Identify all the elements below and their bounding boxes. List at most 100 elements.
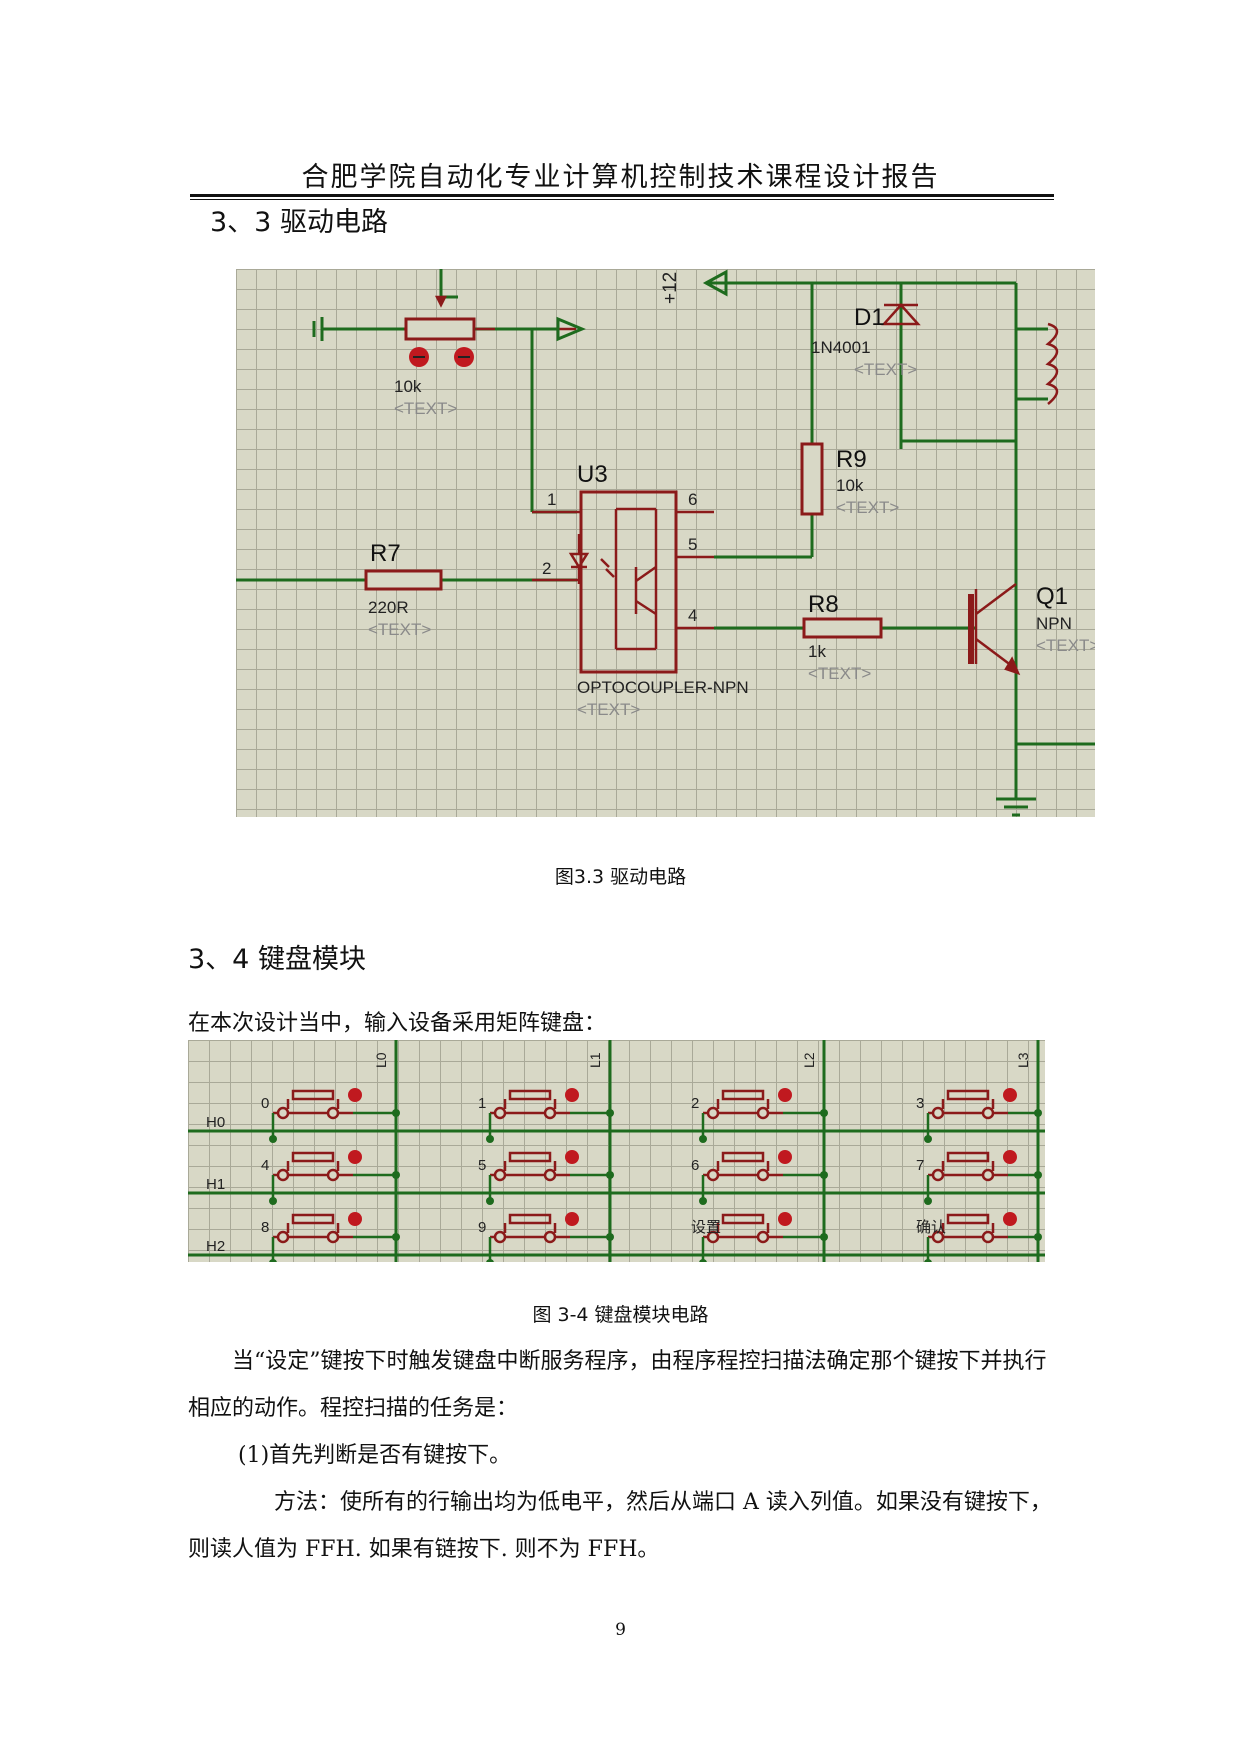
key-button-bar	[946, 1089, 990, 1101]
key-terminal-left	[706, 1106, 720, 1120]
header-rule-thin	[190, 199, 1054, 200]
key-terminal-right	[543, 1168, 557, 1182]
key-terminal-right	[756, 1230, 770, 1244]
junction-dot	[606, 1171, 614, 1179]
paragraph-2: (1)首先判断是否有键按下。	[238, 1443, 512, 1468]
key-label-8: 8	[261, 1219, 269, 1236]
junction-dot	[269, 1259, 277, 1262]
key-label-9: 9	[478, 1219, 486, 1236]
key-terminal-left	[706, 1168, 720, 1182]
key-terminal-right	[981, 1168, 995, 1182]
junction-dot	[699, 1135, 707, 1143]
pin-1: 1	[547, 490, 556, 509]
d1-value: 1N4001	[811, 338, 871, 357]
junction-dot	[820, 1171, 828, 1179]
junction-dot	[699, 1197, 707, 1205]
r7-value: 220R	[368, 598, 409, 617]
pot-placeholder: <TEXT>	[394, 399, 457, 418]
key-terminal-left	[931, 1168, 945, 1182]
key-terminal-left	[276, 1168, 290, 1182]
d1-ref: D1	[854, 304, 885, 331]
figure-caption-drive: 图3.3 驱动电路	[554, 866, 687, 888]
key-label-2: 2	[691, 1095, 699, 1112]
key-terminal-right	[981, 1106, 995, 1120]
key-button-bar	[721, 1089, 765, 1101]
u3-ref: U3	[577, 461, 608, 488]
key-terminal-right	[543, 1230, 557, 1244]
pin-5: 5	[688, 535, 697, 554]
key-terminal-right	[326, 1106, 340, 1120]
key-terminal-right	[981, 1230, 995, 1244]
junction-dot	[392, 1233, 400, 1241]
q1-ref: Q1	[1036, 583, 1068, 610]
key-terminal-left	[276, 1106, 290, 1120]
paragraph-3: 方法：使所有的行输出均为低电平，然后从端口 A 读入列值。如果没有键按下，则读人…	[188, 1490, 1052, 1562]
junction-dot	[924, 1259, 932, 1262]
key-label-1: 1	[478, 1095, 486, 1112]
figure-caption-keyboard: 图 3-4 键盘模块电路	[532, 1304, 709, 1326]
key-button-bar	[291, 1089, 335, 1101]
r7-placeholder: <TEXT>	[368, 620, 431, 639]
q1-placeholder: <TEXT>	[1036, 636, 1095, 655]
key-button-bar	[508, 1089, 552, 1101]
key-actuator	[1003, 1212, 1017, 1226]
column-label: L1	[587, 1052, 603, 1068]
intro-text: 在本次设计当中，输入设备采用矩阵键盘：	[188, 1011, 607, 1036]
row-label: H0	[206, 1114, 225, 1131]
key-terminal-right	[756, 1106, 770, 1120]
key-actuator	[565, 1150, 579, 1164]
key-label-0: 0	[261, 1095, 269, 1112]
d1-placeholder: <TEXT>	[854, 360, 917, 379]
column-label: L3	[1015, 1052, 1031, 1068]
key-button-bar	[291, 1213, 335, 1225]
junction-dot	[820, 1109, 828, 1117]
key-label-11: 确认	[916, 1219, 946, 1236]
row-label: H2	[206, 1238, 225, 1255]
key-terminal-right	[543, 1106, 557, 1120]
key-actuator	[565, 1212, 579, 1226]
key-label-4: 4	[261, 1157, 269, 1174]
key-label-6: 6	[691, 1157, 699, 1174]
key-label-10: 设置	[691, 1219, 721, 1236]
r8-placeholder: <TEXT>	[808, 664, 871, 683]
key-terminal-left	[706, 1230, 720, 1244]
key-label-3: 3	[916, 1095, 924, 1112]
junction-dot	[924, 1197, 932, 1205]
key-terminal-left	[931, 1230, 945, 1244]
r9-ref: R9	[836, 446, 867, 473]
key-label-7: 7	[916, 1157, 924, 1174]
key-terminal-left	[931, 1106, 945, 1120]
key-terminal-left	[276, 1230, 290, 1244]
q1-type: NPN	[1036, 614, 1072, 633]
junction-dot	[486, 1135, 494, 1143]
junction-dot	[699, 1259, 707, 1262]
junction-dot	[1034, 1233, 1042, 1241]
pin-4: 4	[688, 606, 697, 625]
key-button-bar	[946, 1213, 990, 1225]
u3-type: OPTOCOUPLER-NPN	[577, 678, 749, 697]
drive-circuit-figure: +12 D1 1N4001 <TEXT> 10k <TEXT> R9 10k <…	[236, 269, 1095, 817]
pin-6: 6	[688, 490, 697, 509]
supply-label: +12	[660, 272, 681, 304]
key-actuator	[348, 1150, 362, 1164]
column-label: L0	[373, 1052, 389, 1068]
key-actuator	[778, 1088, 792, 1102]
junction-dot	[606, 1233, 614, 1241]
junction-dot	[392, 1109, 400, 1117]
key-label-5: 5	[478, 1157, 486, 1174]
key-actuator	[348, 1212, 362, 1226]
key-terminal-right	[326, 1168, 340, 1182]
junction-dot	[392, 1171, 400, 1179]
section-heading-keyboard: 3、4 键盘模块	[188, 944, 366, 975]
key-terminal-right	[326, 1230, 340, 1244]
paragraph-1: 当“设定”键按下时触发键盘中断服务程序，由程序程控扫描法确定那个键按下并执行相应…	[188, 1349, 1047, 1421]
key-terminal-left	[493, 1230, 507, 1244]
key-button-bar	[508, 1213, 552, 1225]
junction-dot	[1034, 1171, 1042, 1179]
drive-circuit-schematic: +12 D1 1N4001 <TEXT> 10k <TEXT> R9 10k <…	[236, 269, 1095, 817]
key-actuator	[565, 1088, 579, 1102]
page-number: 9	[615, 1620, 626, 1640]
pot-value: 10k	[394, 377, 422, 396]
